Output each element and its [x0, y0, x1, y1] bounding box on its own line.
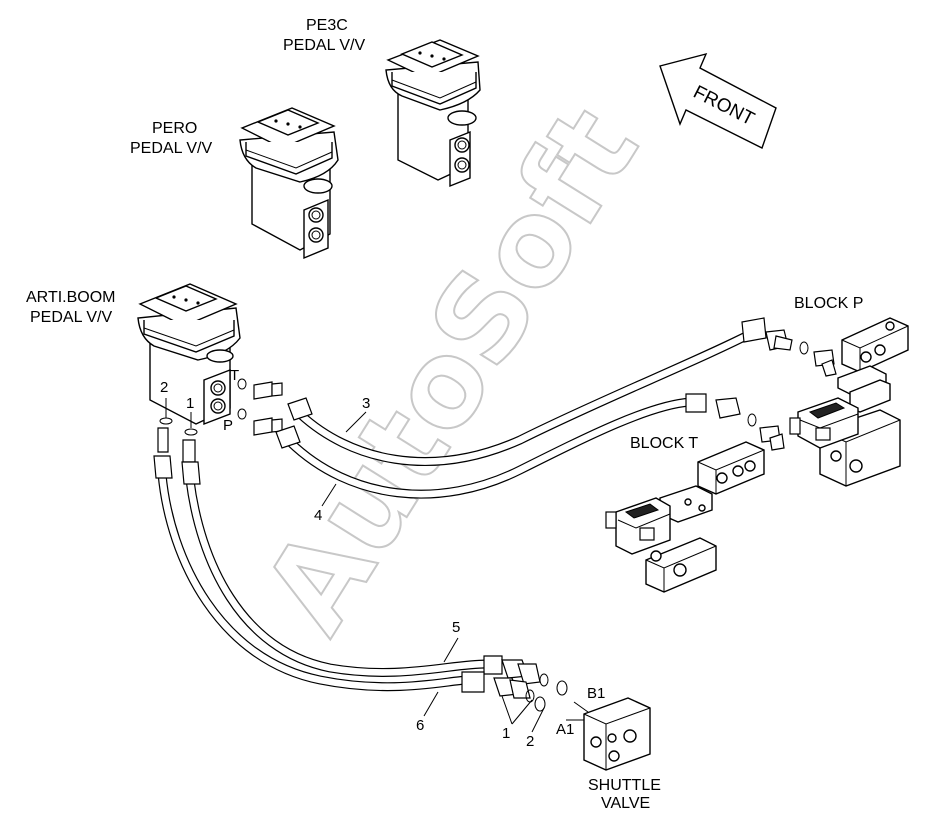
- arti-boom-label-line1: ARTI.BOOM: [26, 289, 116, 306]
- hose-3: [287, 317, 767, 466]
- block-t: BLOCK T: [605, 435, 765, 593]
- front-direction-arrow: FRONT: [659, 52, 777, 149]
- callout-4: 4: [314, 507, 322, 524]
- port-b1-label: B1: [587, 685, 605, 702]
- callout-5: 5: [452, 619, 460, 636]
- block-t-fittings: [715, 397, 785, 451]
- block-p-fittings: [765, 329, 837, 377]
- shuttle-fittings: [493, 659, 568, 712]
- callouts: 3 4 5 6 1 2: [314, 395, 545, 750]
- shuttle-label-line2: VALVE: [601, 795, 650, 812]
- block-p-label: BLOCK P: [794, 295, 863, 312]
- hose-4: [275, 393, 707, 499]
- pe3c-label-line2: PEDAL V/V: [283, 37, 365, 54]
- callout-6: 6: [416, 717, 424, 734]
- arti-boom-pedal-valve: ARTI.BOOM PEDAL V/V T P 2 1: [26, 283, 247, 434]
- callout-1: 1: [502, 725, 510, 742]
- shuttle-valve: B1 A1 SHUTTLE VALVE: [556, 685, 661, 812]
- pero-label-line2: PEDAL V/V: [130, 140, 212, 157]
- hose-5: [181, 461, 503, 677]
- callout-3: 3: [362, 395, 370, 412]
- pe3c-pedal-valve: PE3C PEDAL V/V: [283, 17, 481, 188]
- pe3c-label-line1: PE3C: [306, 17, 348, 34]
- arti-valve-adapters: [157, 381, 283, 463]
- callout-2: 2: [526, 733, 534, 750]
- port-p-label: P: [223, 417, 233, 434]
- port-t-label: T: [230, 367, 239, 384]
- port-a1-label: A1: [556, 721, 574, 738]
- shuttle-label-line1: SHUTTLE: [588, 777, 661, 794]
- pero-label-line1: PERO: [152, 120, 197, 137]
- block-p: BLOCK P: [789, 295, 909, 487]
- hose-6: [153, 455, 485, 693]
- pero-pedal-valve: PERO PEDAL V/V: [130, 107, 339, 260]
- arti-boom-label-line2: PEDAL V/V: [30, 309, 112, 326]
- port-2-label: 2: [160, 379, 168, 396]
- port-1-label: 1: [186, 395, 194, 412]
- block-t-label: BLOCK T: [630, 435, 698, 452]
